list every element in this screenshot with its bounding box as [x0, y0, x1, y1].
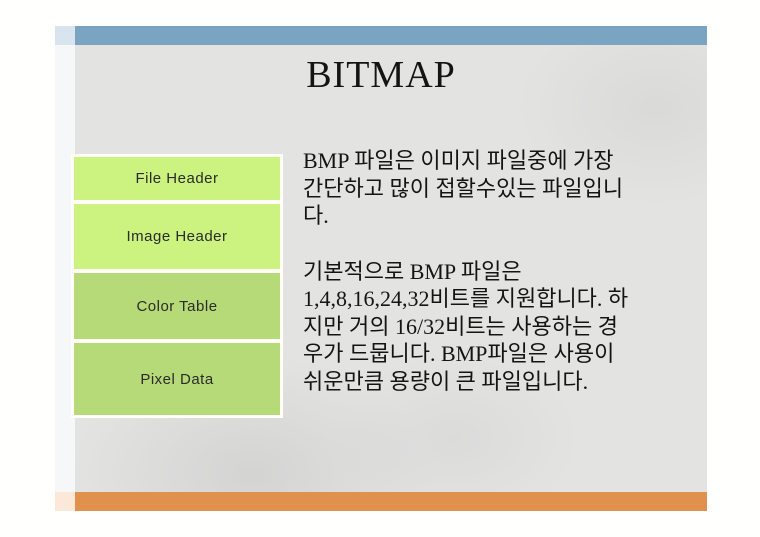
top-accent-bar — [75, 26, 707, 45]
diagram-box-pixel-data: Pixel Data — [74, 343, 280, 415]
bottom-accent-bar — [75, 492, 707, 511]
bmp-structure-diagram: File Header Image Header Color Table Pix… — [71, 154, 283, 418]
body-paragraph-1: BMP 파일은 이미지 파일중에 가장 간단하고 많이 접할수있는 파일입니 다… — [303, 148, 624, 228]
body-paragraph-2: 기본적으로 BMP 파일은 1,4,8,16,24,32비트를 지원합니다. 하… — [303, 258, 629, 394]
diagram-box-file-header: File Header — [74, 157, 280, 200]
left-accent-strip-body — [55, 45, 75, 492]
slide: BITMAP File Header Image Header Color Ta… — [55, 26, 707, 511]
left-accent-strip-bottom — [55, 492, 75, 511]
body-text-block: BMP 파일은 이미지 파일중에 가장 간단하고 많이 접할수있는 파일입니 다… — [303, 147, 693, 395]
diagram-box-image-header: Image Header — [74, 204, 280, 269]
slide-title: BITMAP — [306, 54, 456, 96]
diagram-box-color-table: Color Table — [74, 273, 280, 339]
left-accent-strip-top — [55, 26, 75, 45]
